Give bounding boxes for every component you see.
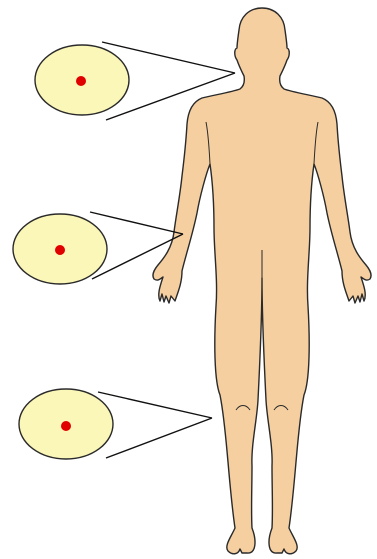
body-silhouette [153,8,371,554]
marker-dot [61,421,71,431]
leader-line [90,212,183,234]
marker-dot [76,76,86,86]
callout-thigh [19,389,212,459]
leader-line [98,392,212,418]
human-figure-icon [153,8,371,554]
leader-line [106,418,212,458]
marker-dot [55,245,65,255]
